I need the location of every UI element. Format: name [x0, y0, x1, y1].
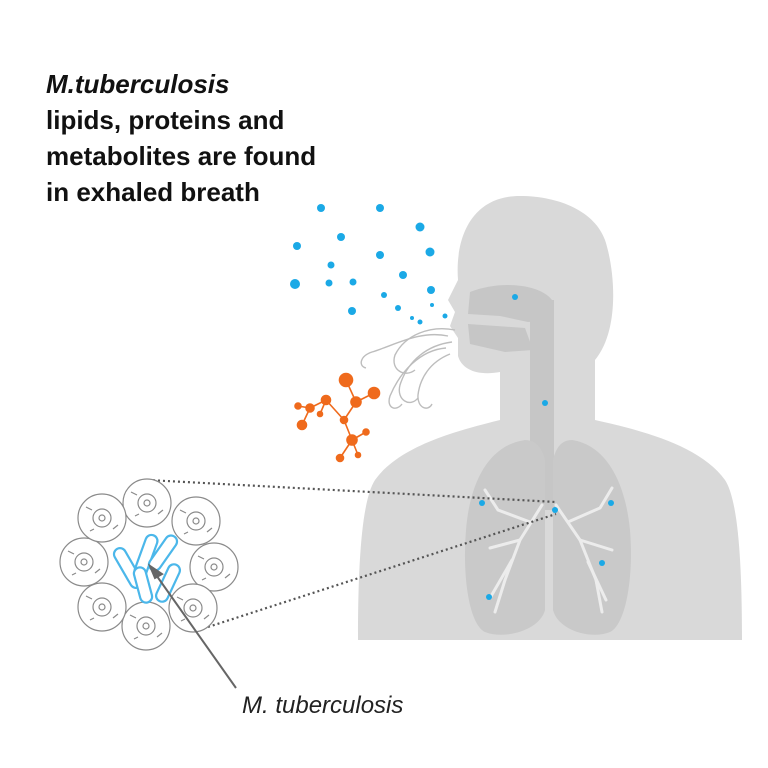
- cell-cluster: [59, 478, 239, 651]
- headline-line-1: lipids, proteins and: [46, 105, 285, 135]
- caption-organism: M. tuberculosis: [242, 692, 404, 719]
- droplet: [381, 292, 387, 298]
- atom: [294, 402, 302, 410]
- cell: [122, 478, 172, 528]
- droplet: [417, 319, 423, 325]
- atom: [339, 415, 349, 425]
- droplet: [317, 204, 325, 212]
- mouth-cavity: [468, 324, 533, 352]
- cell: [77, 493, 127, 543]
- atom: [346, 434, 358, 446]
- cell: [121, 601, 171, 651]
- droplet-in-body: [479, 500, 485, 506]
- atom: [320, 394, 332, 406]
- cell: [189, 542, 239, 592]
- atom: [338, 372, 354, 388]
- cell: [59, 537, 109, 587]
- atom: [362, 428, 370, 436]
- atom: [354, 451, 362, 459]
- atom: [305, 403, 315, 413]
- caption-pointer: [147, 563, 237, 689]
- headline-line-3: in exhaled breath: [46, 177, 260, 207]
- droplet: [325, 279, 333, 287]
- droplet: [442, 313, 448, 319]
- droplet: [349, 278, 357, 286]
- cell: [77, 582, 127, 632]
- headline-organism: M.tuberculosis: [46, 69, 230, 99]
- droplet: [427, 286, 435, 294]
- zoom-lines: [147, 478, 557, 629]
- atom: [335, 453, 345, 463]
- atom: [296, 419, 308, 431]
- molecule-cluster: [294, 372, 381, 463]
- atom: [350, 396, 362, 408]
- droplet: [337, 233, 345, 241]
- droplet: [425, 247, 435, 257]
- droplet: [348, 307, 356, 315]
- bacteria: [112, 533, 182, 604]
- droplet-in-body: [486, 594, 492, 600]
- bacterium-rod: [154, 563, 182, 603]
- headline: M.tuberculosis lipids, proteins and meta…: [46, 66, 406, 210]
- breath-swirls: [360, 328, 456, 409]
- droplet-in-body: [542, 400, 548, 406]
- atom: [367, 386, 381, 400]
- droplet: [290, 279, 300, 289]
- droplet: [399, 271, 407, 279]
- droplet-in-body: [552, 507, 558, 513]
- droplet: [327, 261, 335, 269]
- bronchial-tree: [483, 486, 614, 614]
- human-silhouette: [358, 196, 742, 640]
- atom: [316, 410, 324, 418]
- droplet: [415, 222, 425, 232]
- droplet: [376, 204, 384, 212]
- cell: [171, 496, 221, 546]
- droplet: [376, 251, 384, 259]
- droplet: [410, 316, 414, 320]
- bacterium-rod: [132, 566, 154, 604]
- cell: [168, 583, 218, 633]
- droplet-in-body: [599, 560, 605, 566]
- headline-line-2: metabolites are found: [46, 141, 317, 171]
- droplet: [293, 242, 301, 250]
- droplet-in-body: [512, 294, 518, 300]
- droplet-in-body: [608, 500, 614, 506]
- droplet: [430, 303, 434, 307]
- droplet: [395, 305, 401, 311]
- exhaled-droplets: [290, 204, 614, 600]
